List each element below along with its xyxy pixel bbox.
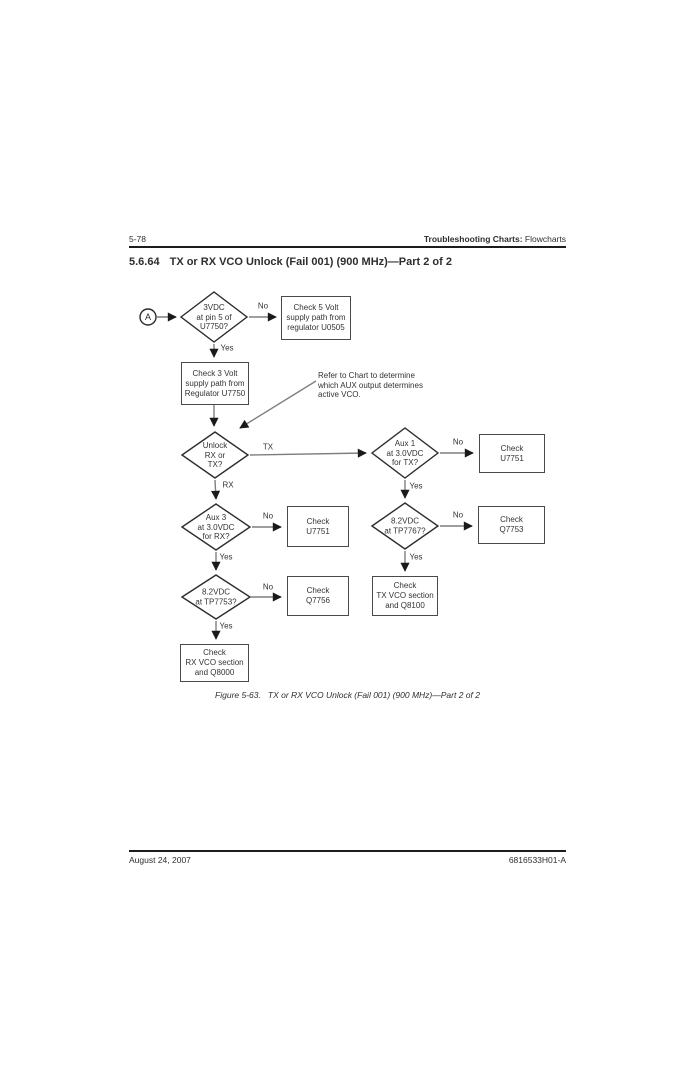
header-section-bold: Troubleshooting Charts: (423, 234, 523, 244)
figure-caption-label: Figure 5-63. (215, 690, 261, 700)
header-page-number: 5-78 (129, 234, 147, 244)
process-check-q7756-label: Check Q7756 (305, 586, 331, 605)
annotation-refer-to-chart: Refer to Chart to determine which AUX ou… (318, 371, 423, 399)
process-check-u7751-rx: Check U7751 (287, 506, 349, 547)
page-title-text: TX or RX VCO Unlock (Fail 001) (900 MHz)… (169, 256, 452, 268)
process-check-q7756: Check Q7756 (287, 576, 349, 616)
edge-label-yes: Yes (409, 552, 423, 562)
edge-label-no: No (262, 511, 274, 521)
process-check-3v-supply-label: Check 3 Volt supply path from Regulator … (184, 368, 246, 398)
process-check-q7753-label: Check Q7753 (499, 515, 524, 534)
edge-label-yes: Yes (219, 621, 233, 631)
process-check-5v-supply: Check 5 Volt supply path from regulator … (281, 296, 351, 340)
process-check-tx-vco-label: Check TX VCO section and Q8100 (376, 581, 434, 610)
edge-label-no: No (452, 437, 464, 447)
edge-label-yes: Yes (220, 343, 234, 353)
edge-label-tx: TX (262, 442, 274, 452)
decision-aux1-tx-label: Aux 1 at 3.0VDC for TX? (386, 438, 424, 467)
footer-doc-number: 6816533H01-A (508, 855, 566, 865)
process-check-q7753: Check Q7753 (478, 506, 545, 544)
edge-label-yes: Yes (219, 552, 233, 562)
process-check-3v-supply: Check 3 Volt supply path from Regulator … (181, 362, 249, 405)
process-check-u7751-rx-label: Check U7751 (306, 516, 330, 536)
edge-d2-tx (249, 448, 367, 458)
connector-a-label: A (144, 312, 152, 322)
process-check-rx-vco: Check RX VCO section and Q8000 (180, 644, 249, 682)
header-section-normal: Flowcharts (524, 234, 566, 244)
decision-82vdc-tp7753-label: 8.2VDC at TP7753? (195, 587, 237, 607)
edge-label-no: No (452, 510, 464, 520)
process-check-5v-supply-label: Check 5 Volt supply path from regulator … (286, 303, 346, 332)
figure-caption: Figure 5-63. TX or RX VCO Unlock (Fail 00… (129, 690, 566, 700)
header-rule (129, 246, 566, 248)
decision-unlock-rx-tx-label: Unlock RX or TX? (202, 440, 228, 469)
edge-d2-rx (211, 479, 221, 500)
process-check-u7751-tx-label: Check U7751 (500, 443, 524, 463)
footer-date: August 24, 2007 (129, 855, 191, 865)
header-section: Troubleshooting Charts: Flowcharts (424, 234, 566, 244)
edge-label-rx: RX (222, 480, 234, 490)
page-title: 5.6.64 TX or RX VCO Unlock (Fail 001) (90… (129, 256, 452, 268)
edge-label-yes: Yes (409, 481, 423, 491)
edge-label-no: No (262, 582, 274, 592)
decision-aux3-rx-label: Aux 3 at 3.0VDC for RX? (197, 512, 235, 541)
edge-label-no: No (257, 301, 269, 311)
footer-rule (129, 850, 566, 852)
decision-3vdc-pin5-label: 3VDC at pin 5 of U7750? (196, 302, 232, 331)
figure-caption-text: TX or RX VCO Unlock (Fail 001) (900 MHz)… (267, 690, 480, 700)
edge-annotation-leader (239, 380, 317, 429)
process-check-tx-vco: Check TX VCO section and Q8100 (372, 576, 438, 616)
page-title-number: 5.6.64 (129, 256, 160, 268)
decision-82vdc-tp7767-label: 8.2VDC at TP7767? (384, 516, 426, 536)
process-check-u7751-tx: Check U7751 (479, 434, 545, 473)
process-check-rx-vco-label: Check RX VCO section and Q8000 (185, 648, 244, 677)
